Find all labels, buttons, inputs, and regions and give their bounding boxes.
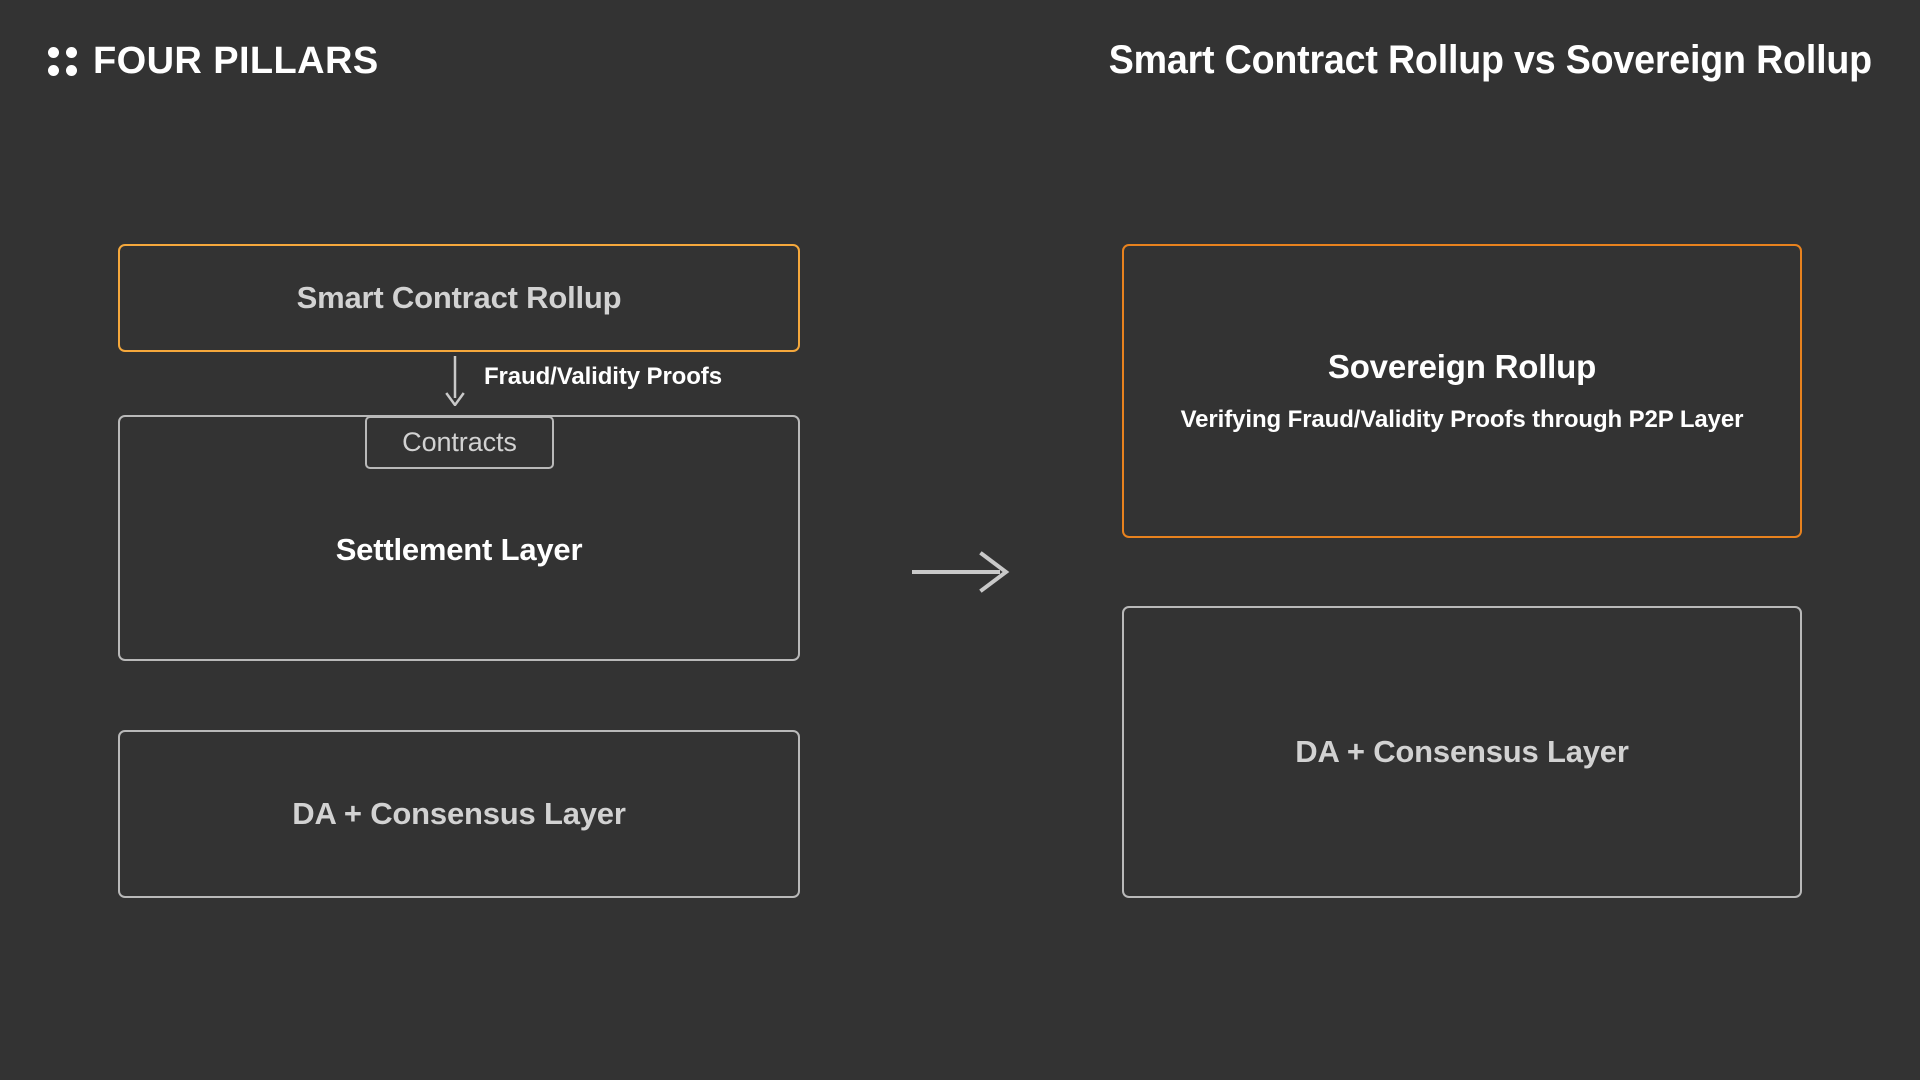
arrow-right-icon bbox=[912, 551, 1010, 593]
brand-lockup: FOUR PILLARS bbox=[48, 42, 379, 80]
sovereign-rollup-subtitle: Verifying Fraud/Validity Proofs through … bbox=[1180, 406, 1744, 433]
logo-dot bbox=[66, 64, 77, 76]
da-consensus-layer-box-left: DA + Consensus Layer bbox=[118, 730, 800, 898]
four-dots-icon bbox=[48, 46, 77, 76]
smart-contract-rollup-label: Smart Contract Rollup bbox=[296, 280, 622, 315]
da-consensus-layer-box-right: DA + Consensus Layer bbox=[1122, 606, 1802, 898]
contracts-chip: Contracts bbox=[365, 416, 554, 469]
settlement-layer-label: Settlement Layer bbox=[335, 532, 583, 567]
arrow-down-icon bbox=[445, 356, 465, 406]
page-title: Smart Contract Rollup vs Sovereign Rollu… bbox=[1108, 38, 1872, 82]
logo-dot bbox=[48, 46, 59, 58]
sovereign-rollup-box: Sovereign Rollup Verifying Fraud/Validit… bbox=[1122, 244, 1802, 538]
da-consensus-layer-label-right: DA + Consensus Layer bbox=[1295, 734, 1629, 769]
smart-contract-rollup-box: Smart Contract Rollup bbox=[118, 244, 800, 352]
contracts-chip-label: Contracts bbox=[402, 427, 517, 457]
da-consensus-layer-label-left: DA + Consensus Layer bbox=[292, 796, 626, 831]
logo-dot bbox=[66, 46, 77, 58]
brand-name: FOUR PILLARS bbox=[93, 40, 379, 82]
sovereign-rollup-title: Sovereign Rollup bbox=[1327, 348, 1597, 385]
header-bar: FOUR PILLARS Smart Contract Rollup vs So… bbox=[0, 0, 1920, 140]
fraud-validity-proofs-label: Fraud/Validity Proofs bbox=[484, 363, 722, 390]
logo-dot bbox=[48, 64, 59, 76]
